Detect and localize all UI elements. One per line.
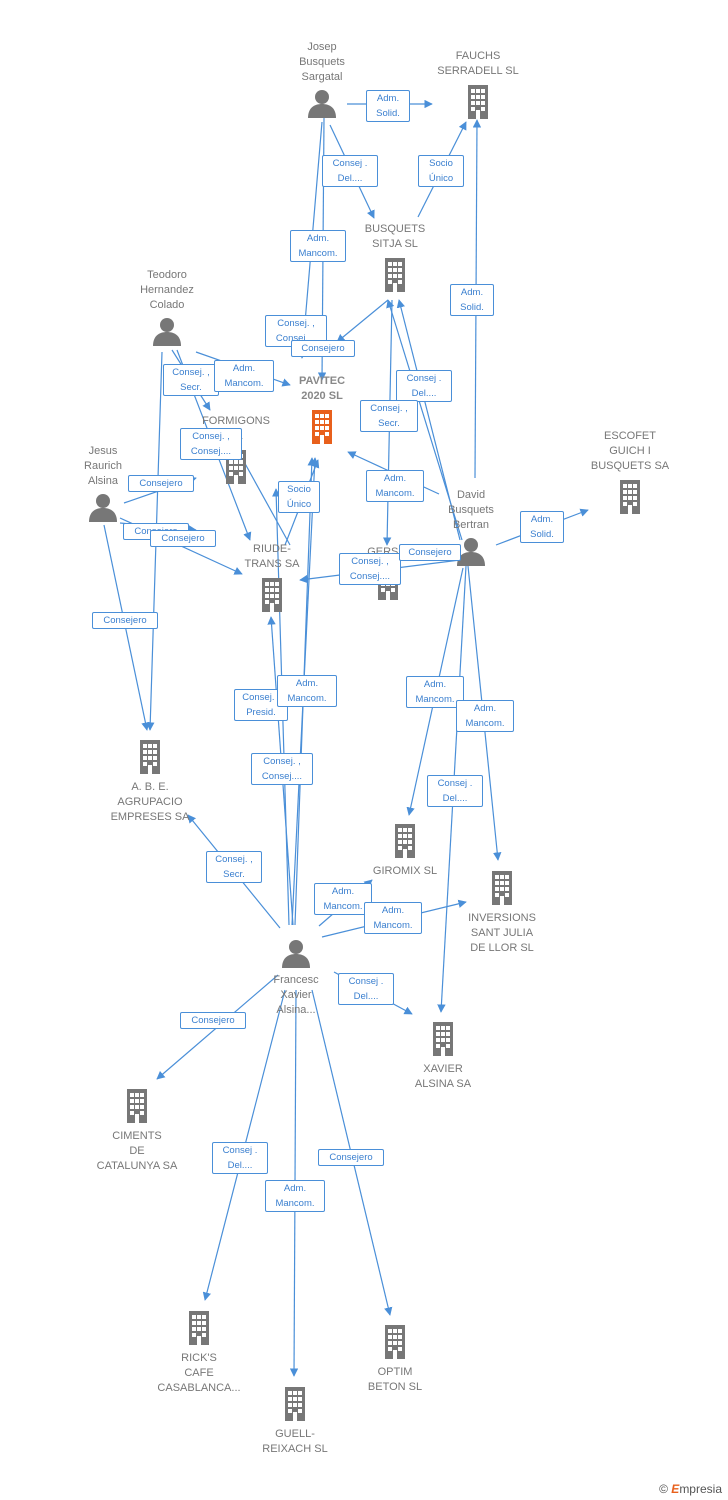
person-icon-francesc[interactable] <box>281 938 311 973</box>
company-icon-guell[interactable] <box>280 1385 310 1426</box>
node-label-escofet[interactable]: ESCOFET GUICH I BUSQUETS SA <box>590 430 670 472</box>
edge-label[interactable]: Consej. , Consej.... <box>251 753 313 785</box>
edge-label[interactable]: Consej . Del.... <box>396 370 452 402</box>
node-label-riude[interactable]: RIUDE- TRANS SA <box>244 543 300 570</box>
edge-label[interactable]: Consej . Del.... <box>427 775 483 807</box>
building-icon <box>285 1387 305 1421</box>
company-icon-riude[interactable] <box>257 576 287 617</box>
building-icon <box>468 85 488 119</box>
company-icon-fauchs[interactable] <box>463 83 493 124</box>
node-label-abe[interactable]: A. B. E. AGRUPACIO EMPRESES SA <box>110 781 190 823</box>
building-icon <box>395 824 415 858</box>
edge-label[interactable]: Consej. , Secr. <box>206 851 262 883</box>
edge-label[interactable]: Consejero <box>92 612 158 629</box>
edge-label[interactable]: Adm. Mancom. <box>314 883 372 915</box>
edge-label[interactable]: Adm. Solid. <box>366 90 410 122</box>
person-icon-jesus[interactable] <box>88 492 118 527</box>
edge-label[interactable]: Consej. , Consej.... <box>339 553 401 585</box>
node-label-optim[interactable]: OPTIM BETON SL <box>367 1366 423 1393</box>
relation-edge <box>386 299 463 541</box>
node-label-david[interactable]: David Busquets Bertran <box>448 489 494 531</box>
edge-label[interactable]: Adm. Mancom. <box>366 470 424 502</box>
edge-label[interactable]: Consejero <box>291 340 355 357</box>
edge-label[interactable]: Adm. Mancom. <box>214 360 274 392</box>
copyright-symbol: © <box>659 1482 668 1496</box>
node-label-guell[interactable]: GUELL- REIXACH SL <box>262 1428 328 1455</box>
node-label-fauchs[interactable]: FAUCHS SERRADELL SL <box>437 50 519 77</box>
company-icon-optim[interactable] <box>380 1323 410 1364</box>
building-icon <box>433 1022 453 1056</box>
edge-label[interactable]: Consej. , Secr. <box>163 364 219 396</box>
edge-label[interactable]: Consejero <box>318 1149 384 1166</box>
person-icon <box>308 90 336 118</box>
edge-label[interactable]: Consejero <box>150 530 216 547</box>
person-icon <box>457 538 485 566</box>
company-icon-busquets_sitja[interactable] <box>380 256 410 297</box>
edge-label[interactable]: Adm. Mancom. <box>265 1180 325 1212</box>
edge-label[interactable]: Consej. , Consej.... <box>180 428 242 460</box>
node-label-giromix[interactable]: GIROMIX SL <box>372 865 438 877</box>
building-icon <box>620 480 640 514</box>
edge-label[interactable]: Consej. , Secr. <box>360 400 418 432</box>
building-icon <box>189 1311 209 1345</box>
building-icon <box>127 1089 147 1123</box>
person-icon-david[interactable] <box>456 536 486 571</box>
edge-label[interactable]: Socio Único <box>418 155 464 187</box>
edge-label[interactable]: Adm. Solid. <box>450 284 494 316</box>
company-icon-escofet[interactable] <box>615 478 645 519</box>
person-icon <box>282 940 310 968</box>
node-label-busquets_sitja[interactable]: BUSQUETS SITJA SL <box>364 223 426 250</box>
node-label-francesc[interactable]: Francesc Xavier Alsina... <box>273 974 319 1016</box>
relation-edge <box>336 299 389 343</box>
node-label-teodoro[interactable]: Teodoro Hernandez Colado <box>140 269 194 311</box>
edge-label[interactable]: Adm. Mancom. <box>290 230 346 262</box>
building-icon <box>140 740 160 774</box>
edge-label[interactable]: Adm. Mancom. <box>456 700 514 732</box>
company-icon-abe[interactable] <box>135 738 165 779</box>
edge-label[interactable]: Consej . Del.... <box>322 155 378 187</box>
brand-logo-initial: E <box>671 1482 680 1496</box>
edge-label[interactable]: Socio Único <box>278 481 320 513</box>
node-label-inversions[interactable]: INVERSIONS SANT JULIA DE LLOR SL <box>468 912 536 954</box>
company-icon-xavier[interactable] <box>428 1020 458 1061</box>
edge-label[interactable]: Consejero <box>128 475 194 492</box>
node-label-ricks[interactable]: RICK'S CAFE CASABLANCA... <box>157 1352 241 1394</box>
company-icon-ciments[interactable] <box>122 1087 152 1128</box>
edge-label[interactable]: Adm. Mancom. <box>406 676 464 708</box>
company-icon-pavitec[interactable] <box>307 408 337 449</box>
brand-watermark: © Empresia <box>659 1482 722 1496</box>
building-icon <box>492 871 512 905</box>
node-label-xavier[interactable]: XAVIER ALSINA SA <box>414 1063 472 1090</box>
node-label-ciments[interactable]: CIMENTS DE CATALUNYA SA <box>96 1130 178 1172</box>
company-icon-giromix[interactable] <box>390 822 420 863</box>
person-icon <box>153 318 181 346</box>
edge-label[interactable]: Adm. Mancom. <box>277 675 337 707</box>
edge-label[interactable]: Adm. Mancom. <box>364 902 422 934</box>
building-icon <box>262 578 282 612</box>
company-icon-ricks[interactable] <box>184 1309 214 1350</box>
person-icon <box>89 494 117 522</box>
company-icon-inversions[interactable] <box>487 869 517 910</box>
node-label-pavitec[interactable]: PAVITEC 2020 SL <box>298 375 346 402</box>
edge-label[interactable]: Consejero <box>180 1012 246 1029</box>
building-icon <box>312 410 332 444</box>
brand-name: mpresia <box>679 1482 722 1496</box>
edge-label[interactable]: Consej . Del.... <box>212 1142 268 1174</box>
person-icon-teodoro[interactable] <box>152 316 182 351</box>
edge-label[interactable]: Consej . Del.... <box>338 973 394 1005</box>
edge-label[interactable]: Consejero <box>399 544 461 561</box>
node-label-jesus[interactable]: Jesus Raurich Alsina <box>84 445 122 487</box>
edge-label[interactable]: Adm. Solid. <box>520 511 564 543</box>
node-label-josep[interactable]: Josep Busquets Sargatal <box>299 41 345 83</box>
person-icon-josep[interactable] <box>307 88 337 123</box>
building-icon <box>385 1325 405 1359</box>
building-icon <box>385 258 405 292</box>
